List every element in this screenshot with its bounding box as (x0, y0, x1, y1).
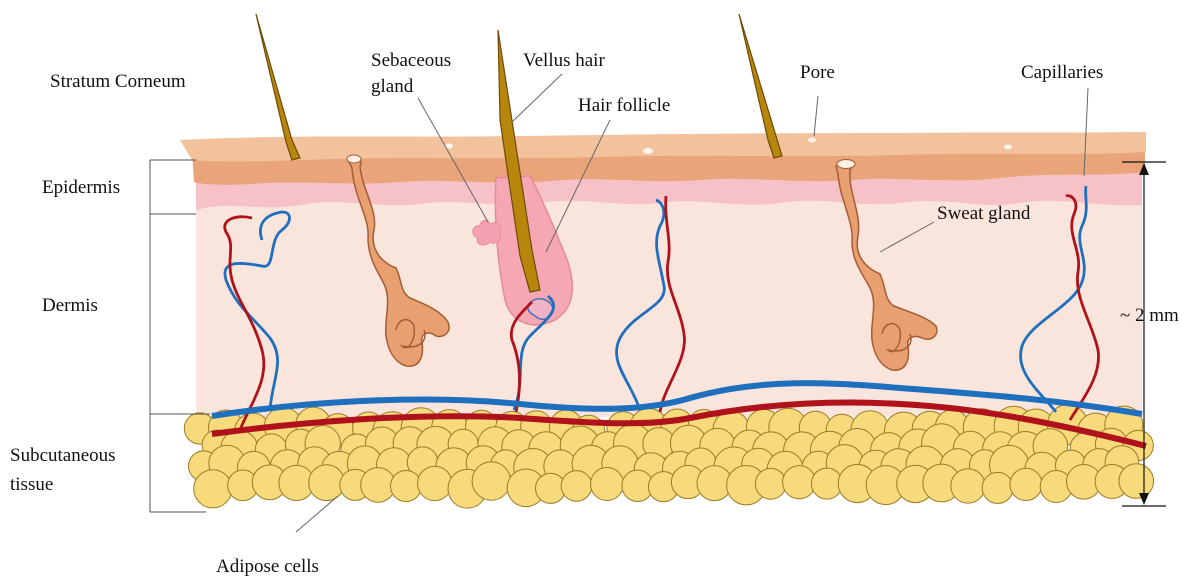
label-sebaceous: Sebaceous (371, 50, 451, 71)
label-sweat-gland: Sweat gland (937, 203, 1031, 224)
label-adipose-cells: Adipose cells (216, 556, 319, 577)
adipose-cell (591, 468, 624, 501)
adipose-cell (391, 471, 422, 502)
adipose-cell (472, 462, 510, 500)
sweat-gland-pore (347, 155, 361, 163)
label-hair-follicle: Hair follicle (578, 95, 670, 116)
label-capillaries: Capillaries (1021, 62, 1103, 83)
label-epidermis: Epidermis (42, 177, 120, 198)
sweat-gland-pore (837, 160, 855, 169)
adipose-cell (755, 468, 786, 499)
label-pore: Pore (800, 62, 835, 83)
label-tissue: tissue (10, 474, 53, 495)
adipose-cell (951, 469, 985, 503)
adipose-cell (1010, 468, 1042, 500)
pore-mark (808, 138, 816, 143)
label-vellus-hair: Vellus hair (523, 50, 605, 71)
adipose-cell (783, 466, 816, 499)
pore-mark (1004, 145, 1012, 150)
label-stratum-corneum: Stratum Corneum (50, 71, 186, 92)
label-gland: gland (371, 76, 414, 97)
adipose-cell (418, 466, 452, 500)
pore-mark (643, 148, 653, 154)
adipose-cell (194, 470, 232, 508)
adipose-cell (561, 471, 592, 502)
adipose-cell (982, 472, 1013, 503)
label-thickness: ~ 2 mm (1120, 305, 1179, 326)
label-subcutaneous: Subcutaneous (10, 445, 116, 466)
label-dermis: Dermis (42, 295, 98, 316)
adipose-cell (309, 465, 345, 501)
